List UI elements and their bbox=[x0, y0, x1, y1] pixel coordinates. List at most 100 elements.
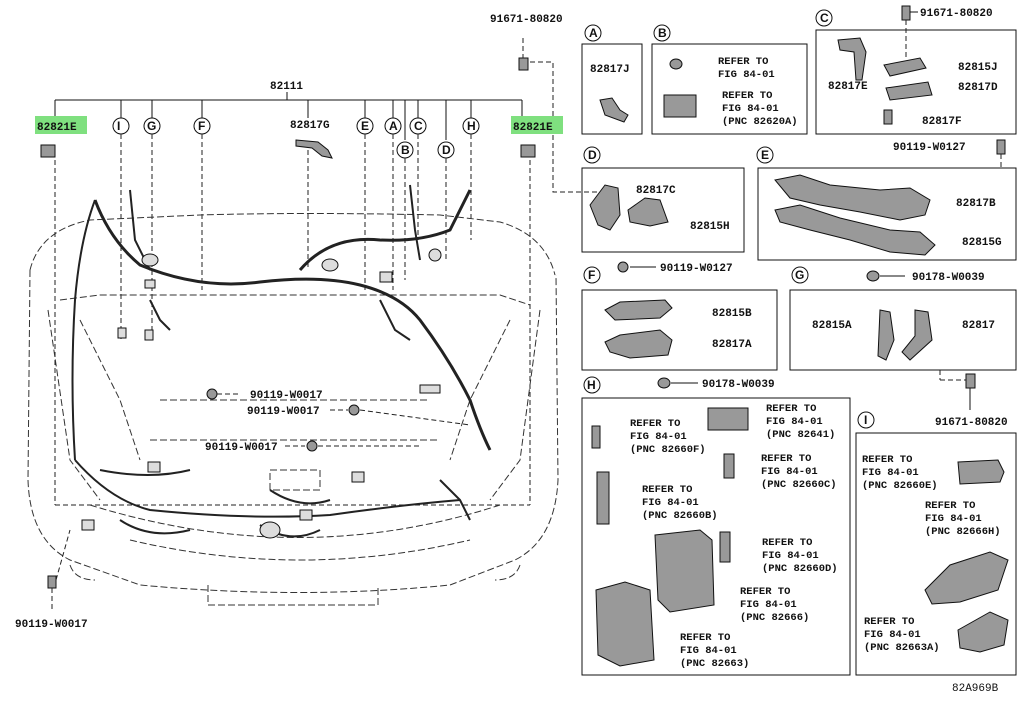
ref-h0-l3[interactable]: (PNC 82660F) bbox=[630, 444, 706, 456]
label-82817c[interactable]: 82817C bbox=[636, 185, 676, 197]
label-82817g[interactable]: 82817G bbox=[290, 120, 330, 132]
svg-text:C: C bbox=[414, 119, 423, 133]
label-screw-g[interactable]: 91671-80820 bbox=[935, 417, 1008, 429]
ref-h3-l1[interactable]: REFER TO bbox=[642, 484, 692, 496]
label-82817f[interactable]: 82817F bbox=[922, 116, 962, 128]
part-82663a-icon bbox=[957, 611, 1009, 653]
label-82817j[interactable]: 82817J bbox=[590, 64, 630, 76]
marker-h[interactable]: H bbox=[462, 117, 480, 135]
ref-h6-l2[interactable]: FIG 84-01 bbox=[680, 645, 737, 657]
label-top-screw[interactable]: 91671-80820 bbox=[490, 14, 563, 26]
label-bolt-a[interactable]: 90119-W0017 bbox=[250, 390, 323, 402]
ref-i1-l2[interactable]: FIG 84-01 bbox=[925, 513, 982, 525]
panel-g: G 82815A 82817 91671-80820 bbox=[789, 266, 1017, 429]
svg-text:F: F bbox=[588, 268, 595, 282]
part-82815b-icon bbox=[604, 299, 673, 321]
ref-h6-l1[interactable]: REFER TO bbox=[680, 632, 730, 644]
ref-b2-line1[interactable]: REFER TO bbox=[722, 90, 772, 102]
label-82817a[interactable]: 82817A bbox=[712, 339, 752, 351]
panel-b: B REFER TO FIG 84-01 REFER TO FIG 84-01 … bbox=[651, 24, 808, 135]
part-82817-icon bbox=[901, 309, 933, 361]
part-82660b-icon bbox=[596, 471, 610, 525]
svg-text:D: D bbox=[588, 148, 597, 162]
ref-b2-line2[interactable]: FIG 84-01 bbox=[722, 103, 779, 115]
ref-i2-l3[interactable]: (PNC 82663A) bbox=[864, 642, 940, 654]
ref-h3-l3[interactable]: (PNC 82660B) bbox=[642, 510, 718, 522]
svg-text:B: B bbox=[401, 143, 410, 157]
vehicle-body-outline bbox=[27, 213, 559, 606]
marker-c[interactable]: C bbox=[409, 117, 427, 135]
marker-a[interactable]: A bbox=[384, 117, 402, 135]
label-clip-e[interactable]: 90178-W0039 bbox=[912, 272, 985, 284]
figure-code: 82A969B bbox=[952, 683, 999, 695]
label-82815b[interactable]: 82815B bbox=[712, 308, 752, 320]
label-82815a[interactable]: 82815A bbox=[812, 320, 852, 332]
ref-i2-l2[interactable]: FIG 84-01 bbox=[864, 629, 921, 641]
svg-text:H: H bbox=[587, 378, 596, 392]
marker-e[interactable]: E bbox=[356, 117, 374, 135]
bracket-82817g-icon bbox=[295, 139, 333, 159]
ref-b2-line3[interactable]: (PNC 82620A) bbox=[722, 116, 798, 128]
marker-d[interactable]: D bbox=[437, 141, 455, 159]
marker-b[interactable]: B bbox=[396, 141, 414, 159]
label-bolt-c[interactable]: 90119-W0017 bbox=[205, 442, 278, 454]
ref-i1-l3[interactable]: (PNC 82666H) bbox=[925, 526, 1001, 538]
ref-h2-l3[interactable]: (PNC 82660C) bbox=[761, 479, 837, 491]
marker-g[interactable]: G bbox=[143, 117, 161, 135]
ref-h1-l1[interactable]: REFER TO bbox=[766, 403, 816, 415]
ref-b1-line2[interactable]: FIG 84-01 bbox=[718, 69, 775, 81]
screw-f-icon bbox=[617, 261, 629, 273]
ref-h0-l1[interactable]: REFER TO bbox=[630, 418, 680, 430]
wire-harness bbox=[71, 184, 492, 539]
ref-h1-l3[interactable]: (PNC 82641) bbox=[766, 429, 835, 441]
ref-i1-l1[interactable]: REFER TO bbox=[925, 500, 975, 512]
marker-i[interactable]: I bbox=[112, 117, 130, 135]
ref-h5-l2[interactable]: FIG 84-01 bbox=[740, 599, 797, 611]
label-82815g[interactable]: 82815G bbox=[962, 237, 1002, 249]
part-82666-icon bbox=[654, 529, 715, 613]
label-screw-e[interactable]: 90119-W0127 bbox=[893, 142, 966, 154]
panel-c: C 91671-80820 82815J 82817E 82817D 82817… bbox=[815, 5, 1017, 135]
label-bolt-b[interactable]: 90119-W0017 bbox=[247, 406, 320, 418]
part-82660c-icon bbox=[723, 453, 735, 479]
ref-i0-l1[interactable]: REFER TO bbox=[862, 454, 912, 466]
svg-text:F: F bbox=[198, 119, 205, 133]
label-82817d[interactable]: 82817D bbox=[958, 82, 998, 94]
ref-h6-l3[interactable]: (PNC 82663) bbox=[680, 658, 749, 670]
label-bolt-bottom-left[interactable]: 90119-W0017 bbox=[15, 619, 88, 631]
label-82815j[interactable]: 82815J bbox=[958, 62, 998, 74]
label-82817[interactable]: 82817 bbox=[962, 320, 995, 332]
ref-h5-l3[interactable]: (PNC 82666) bbox=[740, 612, 809, 624]
part-82817j-icon bbox=[599, 97, 629, 123]
ref-h4-l1[interactable]: REFER TO bbox=[762, 537, 812, 549]
label-82821e-right[interactable]: 82821E bbox=[513, 122, 553, 134]
ref-h0-l2[interactable]: FIG 84-01 bbox=[630, 431, 687, 443]
marker-f[interactable]: F bbox=[193, 117, 211, 135]
svg-text:B: B bbox=[658, 26, 667, 40]
ref-h2-l1[interactable]: REFER TO bbox=[761, 453, 811, 465]
ref-h5-l1[interactable]: REFER TO bbox=[740, 586, 790, 598]
ref-h1-l2[interactable]: FIG 84-01 bbox=[766, 416, 823, 428]
label-82817e[interactable]: 82817E bbox=[828, 81, 868, 93]
bolt-b-icon bbox=[330, 404, 471, 426]
label-82815h[interactable]: 82815H bbox=[690, 221, 730, 233]
label-screw-c[interactable]: 91671-80820 bbox=[920, 8, 993, 20]
ref-i0-l3[interactable]: (PNC 82660E) bbox=[862, 480, 938, 492]
ref-i0-l2[interactable]: FIG 84-01 bbox=[862, 467, 919, 479]
ref-h2-l2[interactable]: FIG 84-01 bbox=[761, 466, 818, 478]
ref-i2-l1[interactable]: REFER TO bbox=[864, 616, 914, 628]
label-clip-f[interactable]: 90178-W0039 bbox=[702, 379, 775, 391]
label-82821e-left[interactable]: 82821E bbox=[37, 122, 77, 134]
ref-h4-l2[interactable]: FIG 84-01 bbox=[762, 550, 819, 562]
label-82817b[interactable]: 82817B bbox=[956, 198, 996, 210]
ref-h4-l3[interactable]: (PNC 82660D) bbox=[762, 563, 838, 575]
label-main-part[interactable]: 82111 bbox=[270, 81, 303, 93]
label-screw-f[interactable]: 90119-W0127 bbox=[660, 263, 733, 275]
ref-b1-line1[interactable]: REFER TO bbox=[718, 56, 768, 68]
ref-h3-l2[interactable]: FIG 84-01 bbox=[642, 497, 699, 509]
clip-left-icon bbox=[40, 144, 56, 158]
svg-text:A: A bbox=[589, 26, 598, 40]
panel-h: H REFER TO FIG 84-01 (PNC 82660F) REFER … bbox=[581, 376, 851, 676]
bolt-a-icon bbox=[206, 388, 240, 400]
